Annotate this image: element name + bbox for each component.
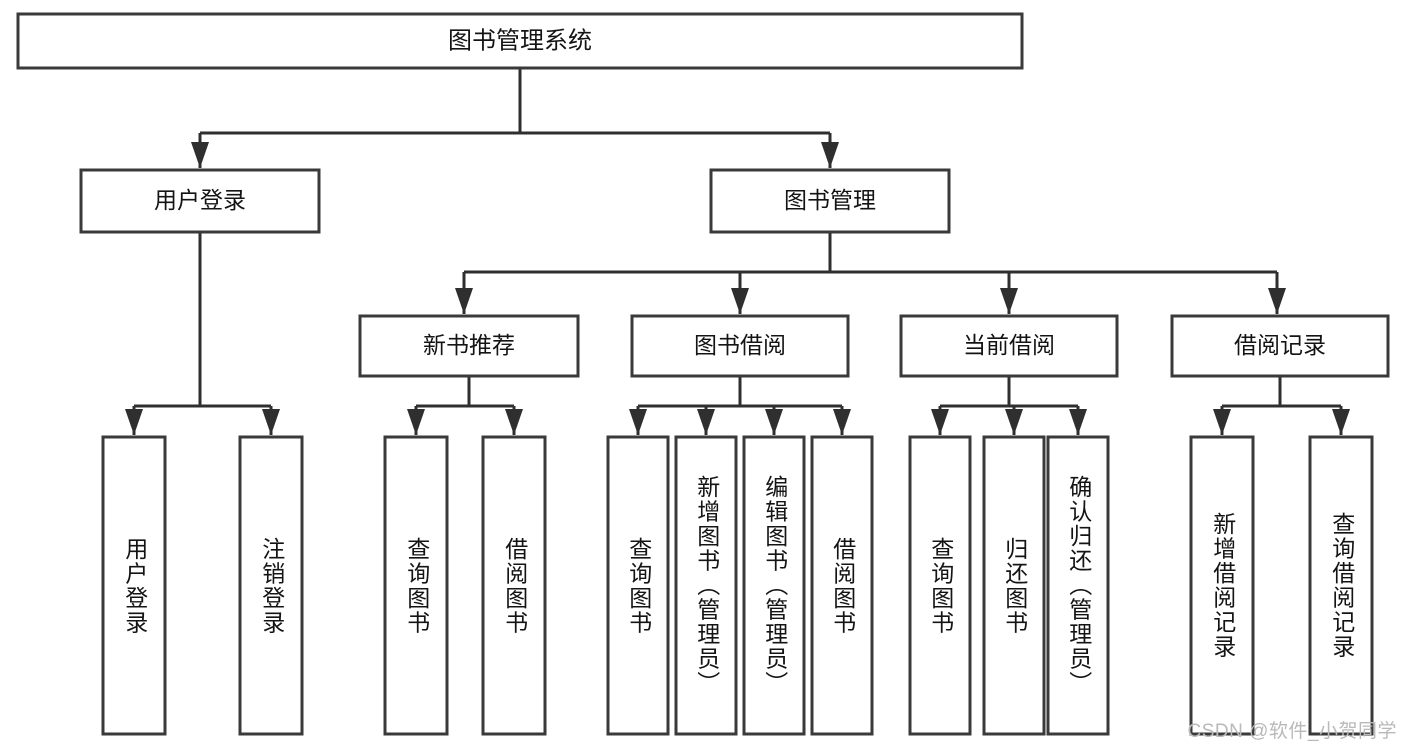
node-leaf-10-box [1046, 435, 1110, 736]
node-level2-2-label: 当前借阅 [963, 332, 1055, 358]
node-leaf-4-box [606, 435, 670, 736]
node-leaf-9-box [982, 435, 1046, 736]
node-leaf-0-box [101, 435, 167, 736]
node-level1-1-label: 图书管理 [784, 187, 876, 213]
arrow-head-icon [731, 288, 749, 314]
node-level2-0-label: 新书推荐 [423, 332, 515, 358]
arrow-head-icon [1000, 288, 1018, 314]
arrow-head-icon [407, 409, 425, 435]
arrow-head-icon [1332, 409, 1350, 435]
node-level2-3-label: 借阅记录 [1234, 332, 1326, 358]
arrow-head-icon [1213, 409, 1231, 435]
arrow-head-icon [125, 409, 143, 435]
arrow-head-icon [191, 142, 209, 168]
node-level2-0-box [358, 314, 580, 378]
node-leaf-8-box [908, 435, 972, 736]
arrow-head-icon [455, 288, 473, 314]
arrow-head-icon [697, 409, 715, 435]
node-level1-0-box [79, 168, 321, 234]
node-level1-0-label: 用户登录 [154, 187, 246, 213]
arrow-head-icon [505, 409, 523, 435]
watermark-text: CSDN @软件_小贺同学 [1187, 721, 1397, 742]
arrow-head-icon [765, 409, 783, 435]
node-leaf-1-box [238, 435, 304, 736]
node-leaf-2-box [383, 435, 449, 736]
node-leaf-12-box [1308, 435, 1374, 736]
node-title-box [16, 12, 1024, 70]
arrow-head-icon [931, 409, 949, 435]
node-title-label: 图书管理系统 [448, 27, 592, 54]
arrow-head-icon [1005, 409, 1023, 435]
arrow-head-icon [821, 142, 839, 168]
boxes-layer [16, 12, 1390, 736]
arrow-head-icon [262, 409, 280, 435]
node-leaf-7-box [810, 435, 874, 736]
node-level2-2-box [899, 314, 1119, 378]
arrow-head-icon [629, 409, 647, 435]
arrow-head-icon [833, 409, 851, 435]
node-leaf-11-box [1189, 435, 1255, 736]
node-level2-1-box [630, 314, 850, 378]
node-leaf-6-box [742, 435, 806, 736]
node-level1-1-box [709, 168, 951, 234]
arrow-head-icon [1069, 409, 1087, 435]
edges-layer [125, 68, 1350, 435]
node-leaf-3-box [481, 435, 547, 736]
node-level2-1-label: 图书借阅 [694, 332, 786, 358]
node-leaf-5-box [674, 435, 738, 736]
node-level2-3-box [1170, 314, 1390, 378]
arrow-head-icon [1268, 288, 1286, 314]
